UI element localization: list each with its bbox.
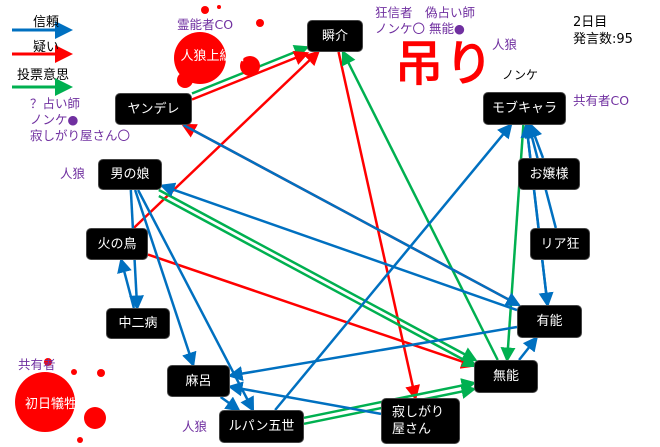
player-node-riakyo[interactable]: リア狂 [530,228,590,260]
player-node-hinotori[interactable]: 火の鳥 [86,228,148,260]
player-node-sabishi[interactable]: 寂しがり屋さん [381,398,460,444]
player-node-mob[interactable]: モブキャラ [483,92,566,125]
hanged-label: 吊り [395,36,496,92]
edge-vote-otokonoko-to-muno [158,194,478,368]
day-label: 2日目 [573,15,608,30]
post-count: 発言数:95 [573,32,633,47]
player-node-muno[interactable]: 無能 [474,360,538,393]
player-node-lupin[interactable]: ルパン五世 [219,410,304,443]
edge-trust-yuno-to-maro [227,325,518,381]
note-otokonoko-wolf: 人狼 [60,166,86,181]
edge-trust-mob-to-yuno [525,124,554,308]
note-mason-co: 共有者CO [573,93,630,108]
edge-trust-sabishi-to-maro [227,381,382,416]
legend-suspect-label: 疑い [33,40,60,55]
player-node-chuni[interactable]: 中二病 [106,308,170,339]
player-node-yuno[interactable]: 有能 [517,305,582,338]
player-node-jinro-jokyu[interactable]: 人狼上級者 [180,48,246,64]
note-lupin-wolf: 人狼 [182,419,208,434]
edge-vote-muno-to-shunsuke [341,49,499,361]
edge-trust-otokonoko-to-maro [133,189,197,368]
note-shunsuke: 狂信者 偽占い師 ノンケ〇 無能● [375,5,476,36]
edge-trust-muno-to-yuno [518,336,539,361]
edge-suspect-yandere-to-shunsuke [191,50,310,101]
legend-vote-label: 投票意思 [17,68,70,83]
blood-splatter-icon [174,5,264,88]
blood-splatter-icon [15,358,106,443]
player-node-otokonoko[interactable]: 男の娘 [98,159,162,190]
player-node-yandere[interactable]: ヤンデレ [115,93,192,125]
hanged-player: ノンケ [502,68,539,82]
player-node-maro[interactable]: 麻呂 [167,365,230,397]
edge-trust-maro-to-lupin [219,395,241,412]
edge-trust-yuno-to-otokonoko [159,182,518,312]
legend-trust-label: 信頼 [33,15,60,30]
edge-trust-yandere-to-yuno [182,123,521,307]
note-shunsuke-wolf: 人狼 [492,37,518,52]
note-medium-co: 霊能者CO [177,17,234,32]
edge-trust-chuni-to-hinotori [117,257,136,309]
player-node-shunsuke[interactable]: 瞬介 [307,20,363,52]
edge-suspect-hinotori-to-shunsuke [132,50,321,229]
edge-vote-otokonoko-to-muno [158,188,478,362]
player-node-shonichi[interactable]: 初日犠牲者 [24,396,90,412]
player-node-ojosama[interactable]: お嬢様 [518,158,580,190]
note-fake-seer: ？占い師 ノンケ● 寂しがり屋さん〇 [30,96,131,143]
edge-suspect-hinotori-to-muno [147,253,477,369]
note-mason: 共有者 [18,357,56,372]
game-info: 2日目 発言数:95 [573,14,633,48]
